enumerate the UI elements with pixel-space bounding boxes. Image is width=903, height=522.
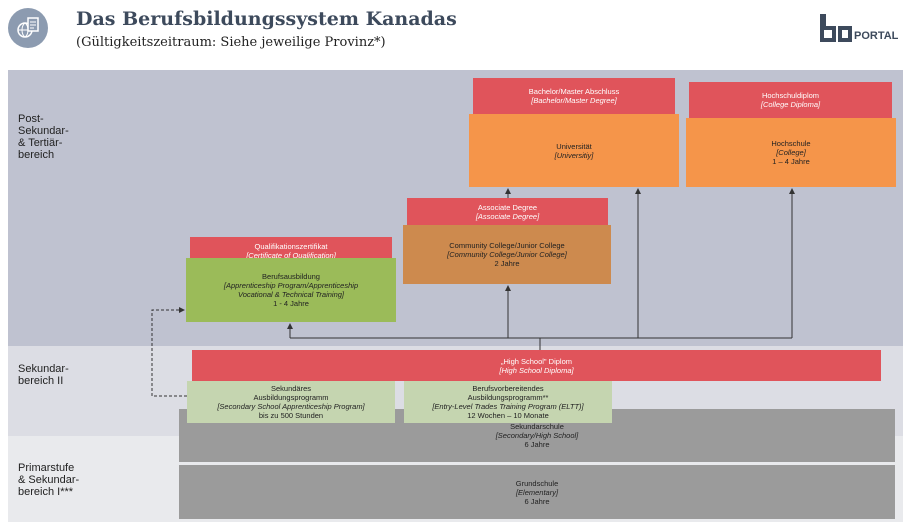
text-duration: 1 - 4 Jahre <box>273 299 309 308</box>
box-berufsausbildung: Berufsausbildung [Apprenticeship Program… <box>186 258 396 322</box>
level-label-prim: Primarstufe & Sekundar- bereich I*** <box>18 462 80 498</box>
text-line-en: [Certificate of Qualification] <box>246 250 336 260</box>
text-line-en: [Secondary/High School] <box>495 431 579 440</box>
text-line-en: [Associate Degree] <box>475 211 540 221</box>
globe-document-icon <box>17 17 39 38</box>
text-line-en: [Elementary] <box>515 487 559 497</box>
text-duration: 2 Jahre <box>494 259 520 268</box>
box-associate-degree: Associate Degree [Associate Degree] <box>407 198 608 225</box>
text-line-en: [Secondary School Apprenticeship Program… <box>217 402 365 411</box>
text-line: Universität <box>556 141 592 151</box>
text-line-en: [High School Diploma] <box>499 365 574 375</box>
box-grundschule: Grundschule [Elementary] 6 Jahre <box>179 465 895 519</box>
text-line: Berufsausbildung <box>262 272 320 281</box>
text-duration: 6 Jahre <box>524 440 550 449</box>
text-line-en: [College] <box>776 148 806 157</box>
box-community-college: Community College/Junior College [Commun… <box>403 225 611 284</box>
text-line: Associate Degree <box>477 202 538 212</box>
text-line-en: [College Diploma] <box>760 100 821 109</box>
header-icon <box>8 8 48 48</box>
box-bachelor-master: Bachelor/Master Abschluss [Bachelor/Mast… <box>473 78 675 114</box>
text-duration: 12 Wochen – 10 Monate <box>467 411 549 420</box>
box-hochschuldiplom: Hochschuldiplom [College Diploma] <box>689 82 892 118</box>
text-line: Qualifikationszertifikat <box>254 241 328 251</box>
text-line: Sekundäres Ausbildungsprogramm <box>253 384 329 402</box>
text-line-en: [Entry-Level Trades Training Program (EL… <box>432 402 584 411</box>
bq-portal-logo[interactable]: PORTAL <box>818 12 903 52</box>
text-line: Community College/Junior College <box>449 241 565 250</box>
box-entry-level-trades: Berufsvorbereitendes Ausbildungsprogramm… <box>404 381 612 423</box>
level-label-sek: Sekundar- bereich II <box>18 363 69 387</box>
text-line: „High School" Diplom <box>500 356 573 366</box>
page-title: Das Berufsbildungssystem Kanadas <box>76 8 457 30</box>
box-universitaet: Universität [Universitiy] <box>469 114 679 187</box>
text-line: Sekundarschule <box>510 422 564 431</box>
text-line-en: [Universitiy] <box>554 150 594 160</box>
text-line: Hochschule <box>771 139 811 148</box>
text-line: Grundschule <box>515 478 559 488</box>
logo-text: PORTAL <box>854 30 899 42</box>
dashed-connector <box>151 307 187 397</box>
text-duration: 6 Jahre <box>524 496 550 506</box>
box-secondary-apprenticeship: Sekundäres Ausbildungsprogramm [Secondar… <box>187 381 395 423</box>
page-subtitle: (Gültigkeitszeitraum: Siehe jeweilige Pr… <box>76 35 386 50</box>
text-duration: 1 – 4 Jahre <box>772 157 810 166</box>
text-line: Bachelor/Master Abschluss <box>528 87 620 96</box>
text-duration: bis zu 500 Stunden <box>258 411 324 420</box>
bq-logo-mark <box>820 14 852 42</box>
text-line-en: [Bachelor/Master Degree] <box>531 96 617 105</box>
text-line: Hochschuldiplom <box>761 91 820 100</box>
box-high-school-diploma: „High School" Diplom [High School Diplom… <box>192 350 881 381</box>
text-line-en: [Community College/Junior College] <box>447 250 567 259</box>
text-line: Berufsvorbereitendes Ausbildungsprogramm… <box>467 384 549 402</box>
text-line-en: [Apprenticeship Program/Apprenticeship V… <box>223 281 359 299</box>
level-label-post: Post- Sekundar- & Tertiär- bereich <box>18 113 69 161</box>
box-hochschule: Hochschule [College] 1 – 4 Jahre <box>686 118 896 187</box>
